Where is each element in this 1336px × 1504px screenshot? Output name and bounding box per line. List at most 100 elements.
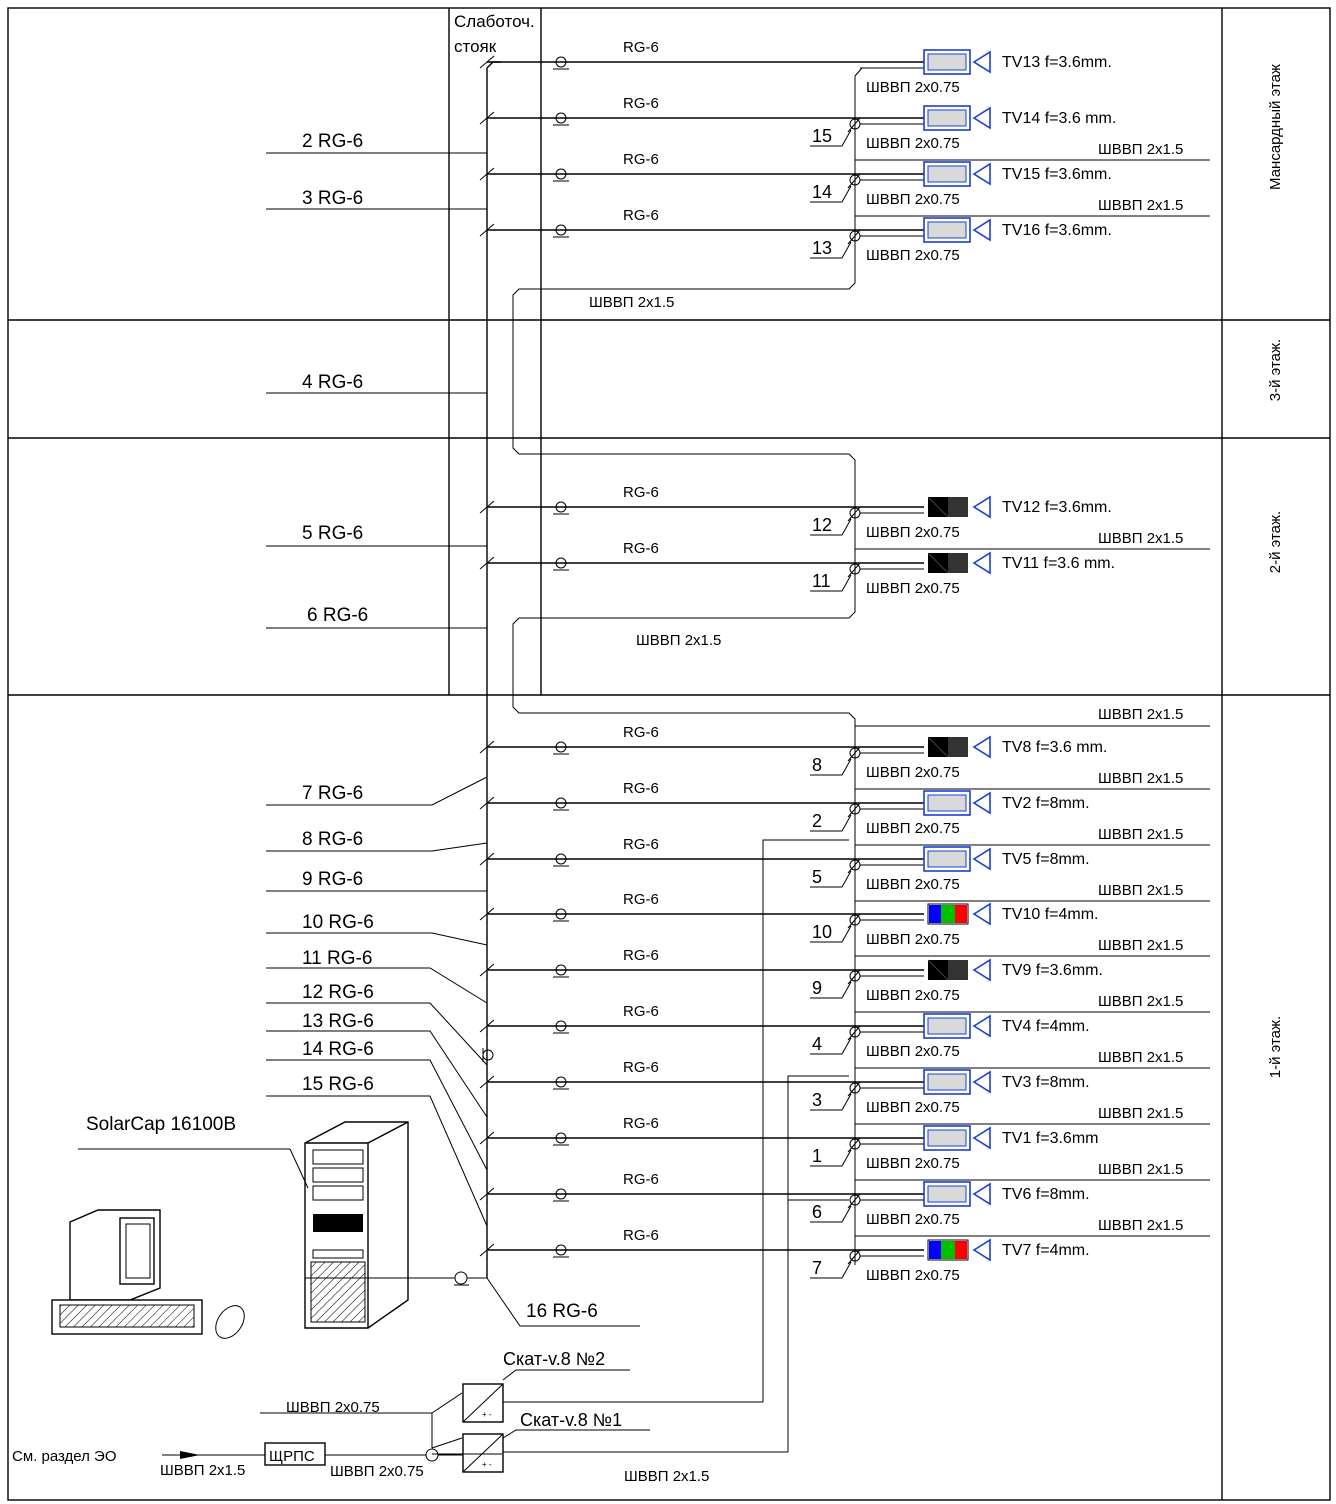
monitor-icon — [51, 1209, 245, 1339]
lens-icon — [972, 902, 991, 926]
power-lines — [512, 67, 1210, 1452]
lens-icon — [972, 218, 991, 242]
camera-label: TV3 f=8mm. — [1002, 1074, 1090, 1091]
camera-label: TV11 f=3.6 mm. — [1002, 555, 1115, 572]
camera-number: 15 — [812, 126, 832, 146]
lens-icon — [972, 106, 991, 130]
camera-body — [927, 109, 967, 127]
camera-shade — [948, 497, 968, 517]
power-small-label: ШВВП 2x0.75 — [866, 79, 960, 96]
num-leader — [810, 241, 852, 259]
camera-label: TV4 f=4mm. — [1002, 1018, 1090, 1035]
floor-label-second: 2-й этаж. — [1267, 511, 1284, 573]
power-supply-unit-1: + - — [462, 1433, 504, 1473]
num-leader — [810, 129, 852, 147]
tap-tick — [479, 55, 495, 69]
camera-stripe-green — [941, 905, 955, 923]
trunk-label: 16 RG-6 — [526, 1301, 598, 1322]
lens-icon — [972, 50, 991, 74]
power-small-label: ШВВП 2x0.75 — [866, 820, 960, 837]
num-leader — [810, 814, 852, 832]
camera-number: 3 — [812, 1090, 822, 1110]
ferrite-icon — [555, 112, 567, 124]
tap-tick — [479, 1075, 495, 1089]
distribution-panel — [264, 1442, 326, 1466]
num-leader — [810, 1205, 852, 1223]
junction-tick — [847, 1249, 861, 1265]
camera-stripe — [927, 959, 949, 981]
power-big-label: ШВВП 2x1.5 — [1098, 1049, 1183, 1066]
cable-label-power: ШВВП 2x0.75 — [330, 1463, 424, 1480]
coax-label: RG-6 — [623, 1115, 659, 1132]
num-leader — [810, 981, 852, 999]
trunk-label: 9 RG-6 — [302, 869, 363, 890]
trunk-label: 12 RG-6 — [302, 982, 374, 1003]
num-leader — [810, 1093, 852, 1111]
ferrite-icon — [555, 557, 567, 569]
camera-body — [927, 221, 967, 239]
power-small-label: ШВВП 2x0.75 — [866, 580, 960, 597]
floor-label-third: 3-й этаж. — [1267, 339, 1284, 401]
tap-tick — [479, 1131, 495, 1145]
power-small-label: ШВВП 2x0.75 — [866, 1043, 960, 1060]
tap-tick — [479, 1187, 495, 1201]
lens-icon — [972, 1070, 991, 1094]
trunk-label: 4 RG-6 — [302, 372, 363, 393]
camera-stripe-blue — [929, 905, 941, 923]
camera-label: TV1 f=3.6mm — [1002, 1130, 1098, 1147]
panel-label: ЩРПС — [269, 1448, 315, 1465]
power-big-label: ШВВП 2x1.5 — [1098, 826, 1183, 843]
trunk-label: 2 RG-6 — [302, 131, 363, 152]
camera-body — [927, 794, 967, 812]
junction-tick — [847, 506, 861, 522]
num-leader — [810, 925, 852, 943]
trunk-label: 10 RG-6 — [302, 912, 374, 933]
power-small-label: ШВВП 2x0.75 — [866, 931, 960, 948]
lens-icon — [972, 1126, 991, 1150]
power-small-label: ШВВП 2x0.75 — [866, 524, 960, 541]
floor-label-first: 1-й этаж. — [1267, 1016, 1284, 1078]
trunk-label: 7 RG-6 — [302, 783, 363, 804]
power-small-label: ШВВП 2x0.75 — [866, 191, 960, 208]
camera-number: 9 — [812, 978, 822, 998]
camera-body — [927, 1129, 967, 1147]
camera-label: TV8 f=3.6 mm. — [1002, 739, 1107, 756]
power-big-label: ШВВП 2x1.5 — [1098, 993, 1183, 1010]
camera-number: 12 — [812, 515, 832, 535]
tap-tick — [479, 796, 495, 810]
camera-number: 2 — [812, 811, 822, 831]
power-supply-unit-2: + - — [462, 1383, 504, 1423]
psu2-label: Скат-v.8 №2 — [503, 1349, 605, 1369]
camera-stripe — [927, 496, 949, 518]
camera-number: 13 — [812, 238, 832, 258]
trunk-label: 8 RG-6 — [302, 829, 363, 850]
lens-icon — [972, 551, 991, 575]
camera-body — [927, 1017, 967, 1035]
coax-label: RG-6 — [623, 207, 659, 224]
coax-label: RG-6 — [623, 780, 659, 797]
num-leader — [810, 870, 852, 888]
tap-tick — [479, 740, 495, 754]
junction-tick — [847, 969, 861, 985]
coax-label: RG-6 — [623, 947, 659, 964]
num-leader — [810, 185, 852, 203]
camera-body — [927, 165, 967, 183]
power-small-label: ШВВП 2x0.75 — [866, 1099, 960, 1116]
trunk-label: 11 RG-6 — [302, 948, 372, 969]
tap-tick — [479, 907, 495, 921]
camera-stripe-green — [941, 1241, 955, 1259]
camera-shade — [948, 960, 968, 980]
ferrite-icon — [555, 1188, 567, 1200]
camera-body — [927, 53, 967, 71]
camera-label: TV12 f=3.6mm. — [1002, 499, 1112, 516]
lens-icon — [972, 735, 991, 759]
junction-tick — [847, 229, 861, 245]
camera-body — [927, 850, 967, 868]
cable-label-power: ШВВП 2x1.5 — [160, 1462, 245, 1479]
cable-label-power: ШВВП 2x1.5 — [1098, 706, 1183, 723]
camera-stripe — [927, 552, 949, 574]
camera-stripe-blue — [929, 1241, 941, 1259]
lens-icon — [972, 1182, 991, 1206]
power-small-label: ШВВП 2x0.75 — [866, 1155, 960, 1172]
power-big-label: ШВВП 2x1.5 — [1098, 1105, 1183, 1122]
